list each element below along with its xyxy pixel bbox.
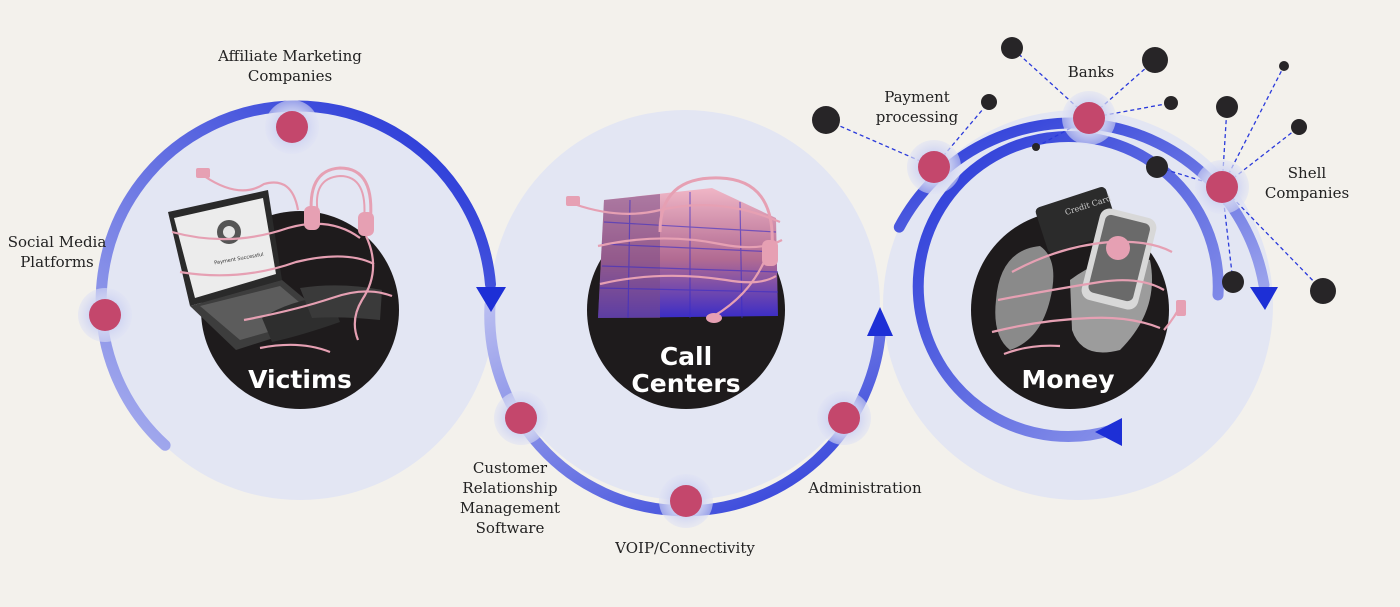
social-label: Social Media Platforms <box>7 233 107 271</box>
money-hub-label: Money <box>1021 365 1115 394</box>
victims-hub-label: Victims <box>248 365 352 394</box>
call-center-headset <box>658 176 774 249</box>
banks-label: Banks <box>1067 63 1115 81</box>
network-dot <box>1142 47 1168 73</box>
money-ring-inner <box>912 131 1224 442</box>
crm-label: Customer Relationship Management Softwar… <box>459 459 561 537</box>
laptop-illustration: Payment Successful <box>168 190 382 350</box>
shell-label: Shell Companies <box>1264 164 1350 202</box>
network-dot <box>1001 37 1023 59</box>
call-center-cables <box>573 202 783 317</box>
payment-node[interactable] <box>918 151 950 183</box>
network-dot <box>1310 278 1336 304</box>
payment-label: Payment processing <box>875 88 959 126</box>
shell-node[interactable] <box>1206 171 1238 203</box>
network-dot <box>1222 271 1244 293</box>
usb-plug-icon <box>566 196 580 206</box>
network-dot <box>1032 143 1040 151</box>
admin-node[interactable] <box>828 402 860 434</box>
social-node[interactable] <box>89 299 121 331</box>
voip-label: VOIP/Connectivity <box>615 539 755 557</box>
crm-node[interactable] <box>505 402 537 434</box>
affiliate-node[interactable] <box>276 111 308 143</box>
victims-ring <box>95 100 496 451</box>
usb-plug-icon <box>196 168 210 178</box>
voip-node[interactable] <box>670 485 702 517</box>
network-dot <box>1146 156 1168 178</box>
headset-ear-right <box>358 212 374 236</box>
network-dot <box>1216 96 1238 118</box>
call-centers-hub-label: Call Centers <box>631 342 741 398</box>
microphone-icon <box>706 313 722 323</box>
victims-cables <box>171 175 393 354</box>
building-illustration <box>598 188 779 319</box>
money-outer-arrowhead <box>1250 287 1278 310</box>
victims-arrowhead <box>476 287 506 312</box>
network-dot <box>981 94 997 110</box>
banks-node[interactable] <box>1073 102 1105 134</box>
network-dot <box>812 106 840 134</box>
usb-plug-icon <box>1176 300 1186 316</box>
money-inner-arrowhead <box>1095 418 1122 446</box>
affiliate-label: Affiliate Marketing Companies <box>218 47 362 85</box>
money-illustration: Credit Card <box>995 187 1157 353</box>
network-dot <box>1291 119 1307 135</box>
admin-label: Administration <box>808 479 922 497</box>
network-dot <box>1279 61 1289 71</box>
call-centers-arrowhead <box>867 307 893 336</box>
headset-ear-left <box>304 206 320 230</box>
network-dot <box>1164 96 1178 110</box>
headset-illustration <box>309 166 373 225</box>
